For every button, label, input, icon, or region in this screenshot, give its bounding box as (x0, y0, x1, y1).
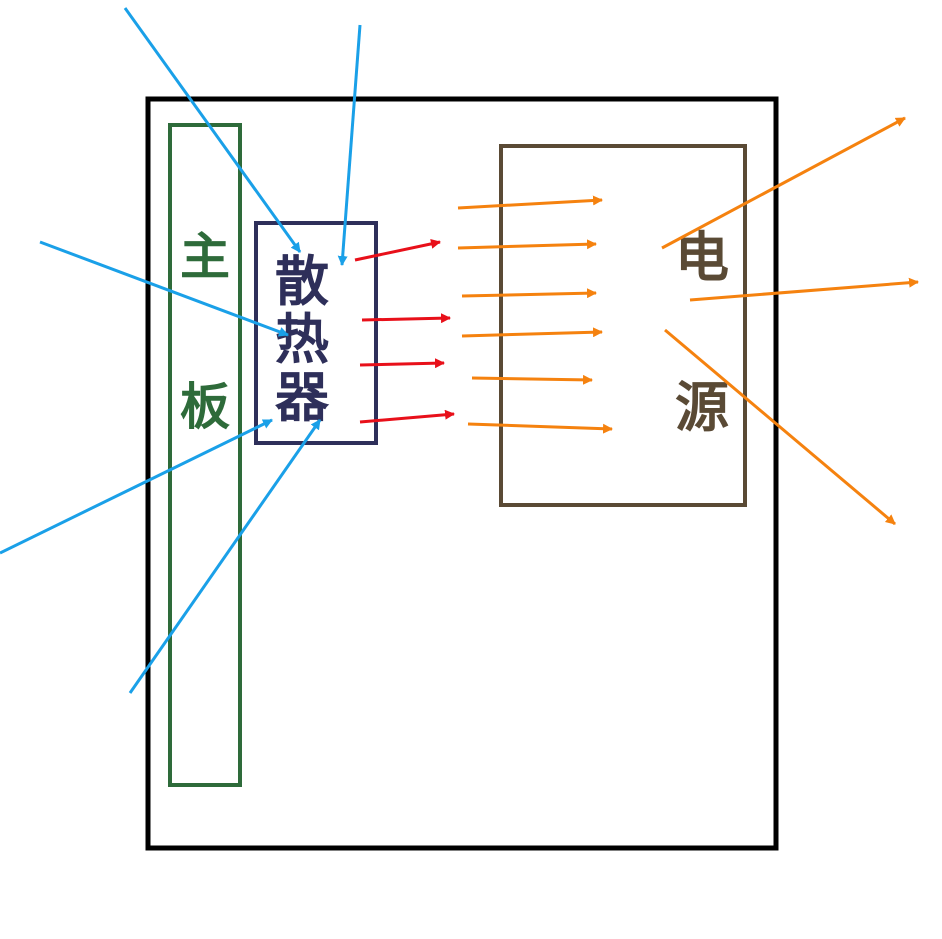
case-outline (145, 96, 779, 851)
heatsink-label-char-1: 散 (275, 250, 329, 313)
heatsink-box (254, 221, 378, 445)
exhaust-arrow (664, 328, 896, 526)
psu-label-char-2: 源 (675, 376, 729, 439)
psu-intake-arrow (457, 195, 603, 210)
psu-box (499, 144, 747, 507)
intake-arrow (0, 418, 273, 555)
heat-arrow (361, 313, 451, 324)
heat-arrow (359, 409, 455, 424)
psu-intake-arrow (471, 374, 593, 385)
intake-arrows (0, 7, 362, 694)
intake-arrow (128, 419, 322, 694)
motherboard-box (168, 123, 242, 787)
intake-arrow (337, 24, 362, 266)
motherboard-label-char-2: 板 (180, 378, 230, 436)
intake-arrow (123, 7, 302, 253)
psu-intake-arrow (467, 422, 613, 434)
heatsink-label-char-3: 器 (275, 366, 330, 429)
exhaust-arrow (661, 116, 906, 250)
heatsink-label-char-2: 热 (275, 308, 329, 371)
exhaust-arrow (689, 277, 919, 302)
heat-arrow (354, 238, 441, 262)
psu-intake-arrow (461, 327, 603, 338)
heat-arrow (359, 358, 445, 369)
intake-arrow (39, 240, 289, 337)
psu-intake-arrow (457, 239, 597, 250)
heatsink-exhaust-arrows (354, 238, 455, 424)
psu-airflow-arrows (457, 116, 919, 526)
motherboard-label-char-1: 主 (180, 228, 230, 286)
psu-intake-arrow (461, 288, 597, 299)
